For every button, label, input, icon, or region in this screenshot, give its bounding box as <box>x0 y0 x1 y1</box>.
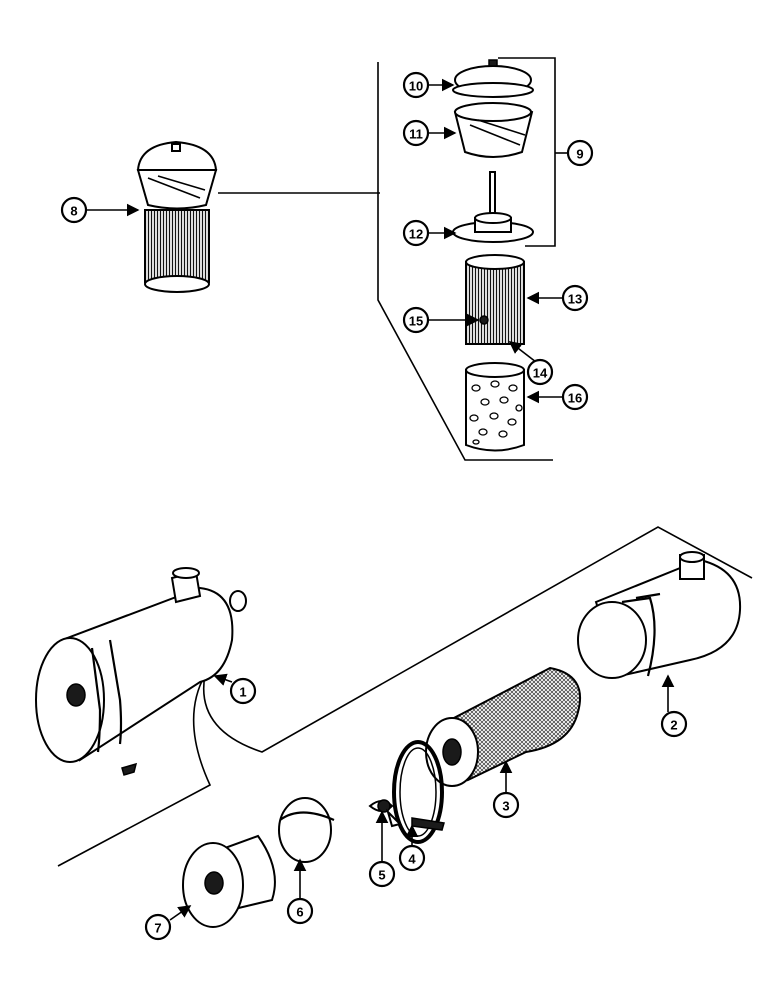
callout-10: 10 <box>402 71 430 99</box>
callout-9: 9 <box>566 139 594 167</box>
part-6-cup <box>278 797 335 863</box>
part-12-base <box>452 171 534 243</box>
callout-13: 13 <box>561 284 589 312</box>
part-16-perforated-tube <box>465 362 525 452</box>
part-10-lid <box>452 59 534 98</box>
callout-5: 5 <box>368 860 396 888</box>
callout-label: 9 <box>576 147 583 162</box>
callout-label: 7 <box>154 921 161 936</box>
callout-label: 8 <box>70 204 77 219</box>
callout-label: 1 <box>239 685 246 700</box>
callout-15: 15 <box>402 306 430 334</box>
callout-label: 6 <box>296 905 303 920</box>
callout-8: 8 <box>60 196 88 224</box>
callout-label: 16 <box>568 391 582 406</box>
callout-7: 7 <box>144 913 172 941</box>
part-3-filter-element <box>425 666 582 787</box>
callout-1: 1 <box>229 677 257 705</box>
callout-label: 10 <box>409 79 423 94</box>
precleaner-assembly <box>136 140 218 293</box>
callout-3: 3 <box>492 791 520 819</box>
callout-4: 4 <box>398 844 426 872</box>
part-4-clamp <box>392 740 445 844</box>
part-2-rear-housing <box>577 551 742 679</box>
part-5-wing-nut <box>368 799 402 828</box>
part-7-end-cap <box>182 834 276 928</box>
callout-label: 12 <box>409 227 423 242</box>
callout-label: 14 <box>533 366 548 381</box>
callout-11: 11 <box>402 119 430 147</box>
callout-label: 4 <box>408 852 416 867</box>
callout-14: 14 <box>526 358 554 386</box>
callout-label: 5 <box>378 868 385 883</box>
part-11-bowl <box>453 102 534 158</box>
callout-2: 2 <box>660 710 688 738</box>
callout-label: 11 <box>409 127 423 142</box>
callout-12: 12 <box>402 219 430 247</box>
callout-label: 13 <box>568 292 582 307</box>
callout-label: 3 <box>502 799 509 814</box>
callout-6: 6 <box>286 897 314 925</box>
part-1-housing <box>35 567 247 776</box>
part-13-screen <box>465 254 525 345</box>
callout-16: 16 <box>561 383 589 411</box>
callout-label: 15 <box>409 314 423 329</box>
callout-label: 2 <box>670 718 677 733</box>
